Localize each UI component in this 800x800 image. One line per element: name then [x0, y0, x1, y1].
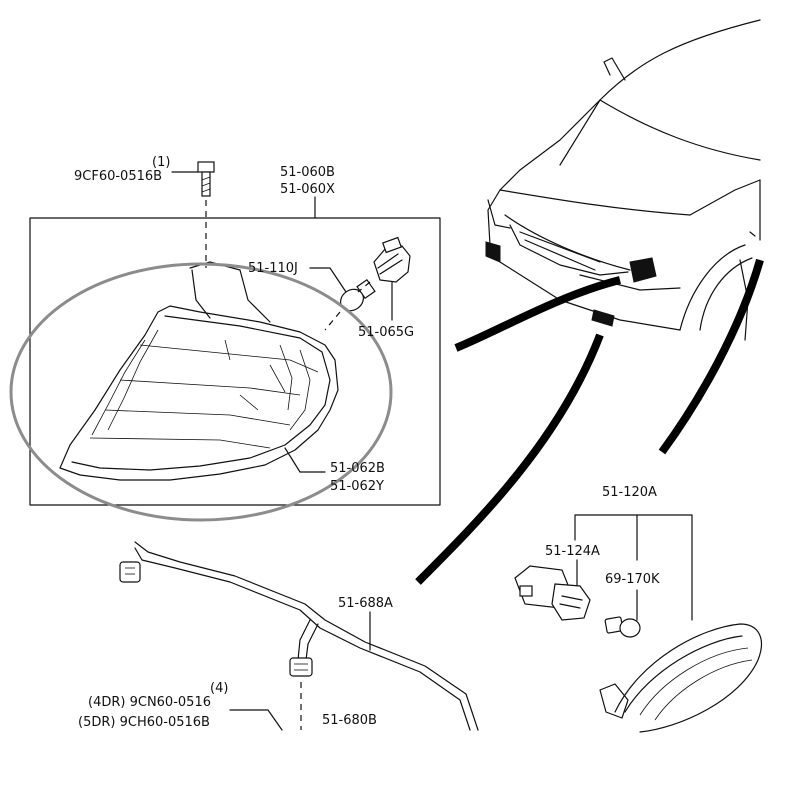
- label-side-bulb: 69-170K: [605, 572, 660, 587]
- label-screw-5dr: (5DR) 9CH60-0516B: [78, 715, 210, 730]
- highlight-ellipse: [9, 262, 393, 522]
- bolt-icon: [197, 161, 215, 197]
- leader-lines: [415, 258, 764, 585]
- label-lens-a: 51-062B: [330, 461, 385, 476]
- side-socket-icon: [514, 565, 591, 621]
- label-bulb: 51-110J: [248, 261, 298, 276]
- label-screw-4dr: (4DR) 9CN60-0516: [88, 695, 211, 710]
- side-marker-group: [514, 514, 762, 733]
- label-side-socket: 51-124A: [545, 544, 600, 559]
- car-front-illustration: [485, 19, 761, 341]
- corner-lamp-group: [29, 161, 441, 506]
- part-labels: (1) 9CF60-0516B 51-060B 51-060X 51-110J …: [74, 155, 660, 730]
- socket-icon: [373, 236, 411, 283]
- side-bulb-icon: [604, 616, 641, 638]
- bulb-icon: [340, 278, 376, 312]
- label-assy-a: 51-060B: [280, 165, 335, 180]
- label-screw-qty: (4): [210, 681, 228, 696]
- label-bolt-qty: (1): [152, 155, 170, 170]
- corner-lamp-icon: [59, 261, 339, 481]
- wiring-harness-icon: [119, 541, 479, 731]
- label-side-assy: 51-120A: [602, 485, 657, 500]
- label-lens-b: 51-062Y: [330, 479, 384, 494]
- label-bolt-part: 9CF60-0516B: [74, 169, 162, 184]
- label-socket: 51-065G: [358, 325, 414, 340]
- side-marker-lens-icon: [599, 623, 762, 733]
- label-assy-b: 51-060X: [280, 182, 335, 197]
- label-harness-b: 51-680B: [322, 713, 377, 728]
- label-harness: 51-688A: [338, 596, 393, 611]
